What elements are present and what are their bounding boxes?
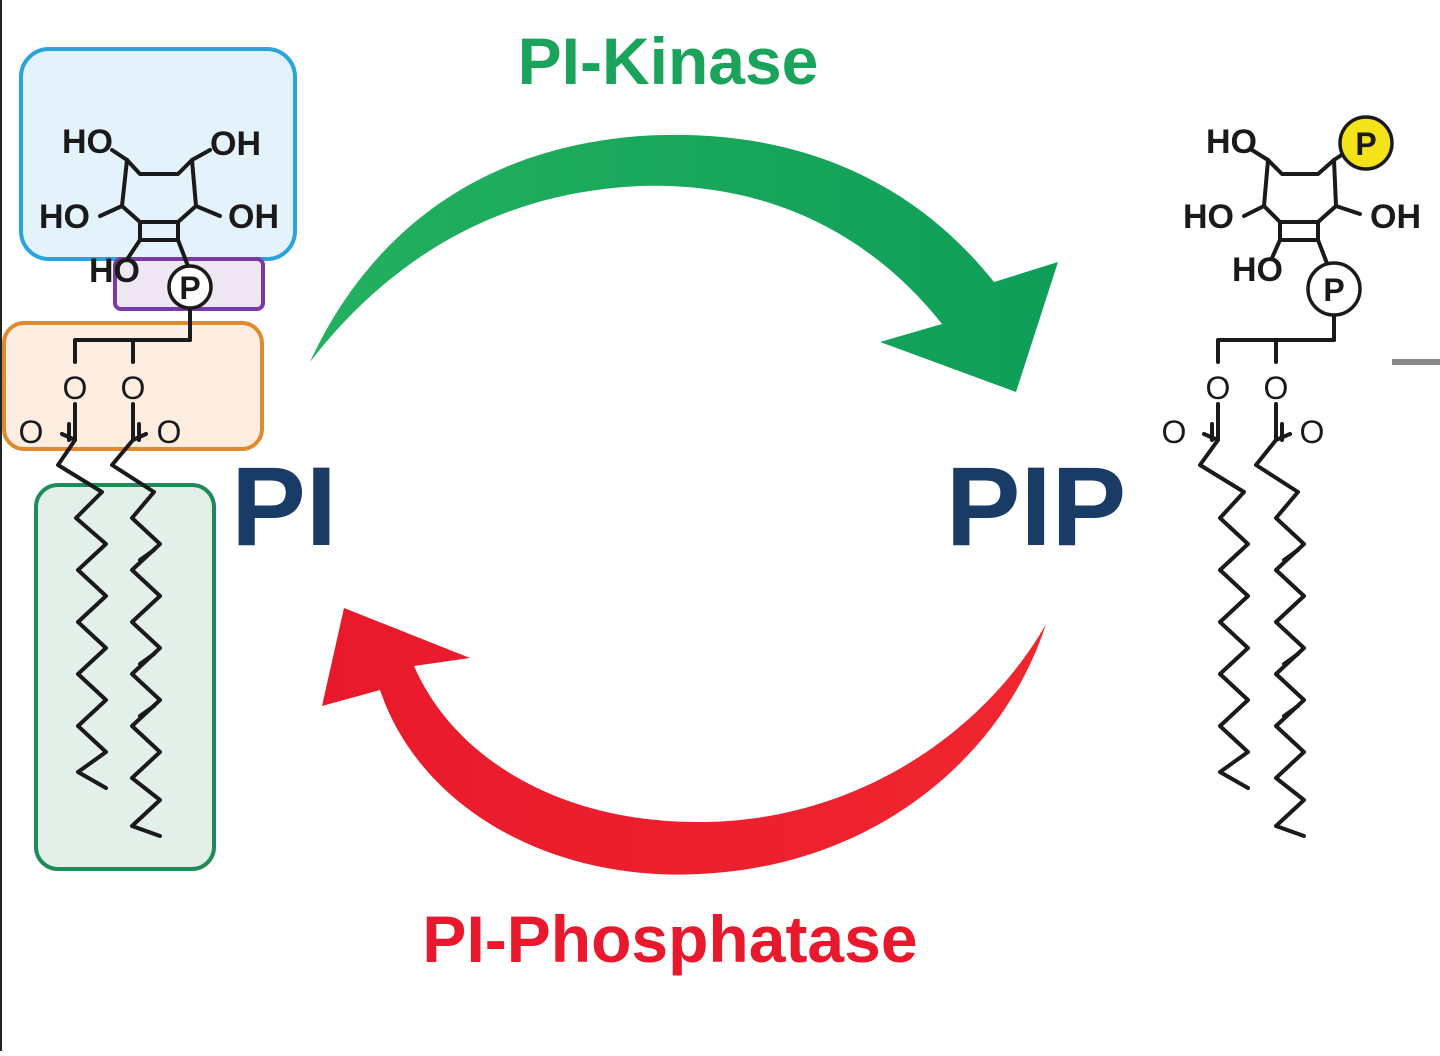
pi-carbonyl-o-right: O: [157, 414, 182, 450]
pi-ho-mid-left: HO: [39, 198, 90, 236]
pip-added-phosphate-circle: [1338, 115, 1394, 171]
pi-oh-top-right: OH: [210, 125, 261, 163]
phosphatase-arrow: [322, 608, 1046, 875]
kinase-label: PI-Kinase: [518, 24, 819, 98]
pi-ester-o-right: O: [121, 370, 146, 406]
pip-ester-o-right: O: [1264, 370, 1289, 406]
pi-label: PI: [231, 444, 337, 569]
pip-label: PIP: [946, 444, 1127, 569]
pi-phosphate-circle: [167, 264, 213, 310]
pi-oh-mid-right: OH: [228, 198, 279, 236]
pi-molecule: HO OH HO OH HO P O O O O: [2, 47, 297, 871]
pip-carbonyl-o-left: O: [1162, 414, 1187, 450]
pip-phosphate-label: P: [1323, 272, 1344, 308]
pi-atom-labels: HO OH HO OH HO P: [39, 123, 279, 306]
kinase-arrow: [310, 134, 1058, 392]
pip-ho-mid-left: HO: [1183, 198, 1234, 236]
pip-ho-low: HO: [1232, 251, 1283, 289]
pip-ho-top: HO: [1206, 123, 1257, 161]
pip-oxygen-labels: O O O O: [1162, 370, 1325, 450]
phosphatase-label: PI-Phosphatase: [422, 902, 917, 976]
pip-ester-o-left: O: [1206, 370, 1231, 406]
pi-ester-o-left: O: [63, 370, 88, 406]
pi-oxygen-labels: O O O O: [19, 370, 182, 450]
pip-carbonyl-o-right: O: [1300, 414, 1325, 450]
pip-molecule: HO P HO OH HO P O O O O: [1162, 115, 1440, 838]
fatty-acid-highlight-box: [34, 483, 216, 871]
pi-carbonyl-o-left: O: [19, 414, 44, 450]
glycerol-highlight-box: [2, 321, 264, 451]
pip-phosphate-circle: [1306, 261, 1362, 317]
pip-added-phosphate-label: P: [1355, 126, 1376, 162]
pi-ho-top-left: HO: [62, 123, 113, 161]
pi-bonds: [56, 148, 222, 838]
pip-bonds: [1198, 148, 1362, 838]
pip-atom-labels: HO P HO OH HO P: [1183, 123, 1421, 308]
pi-ho-low: HO: [89, 252, 140, 290]
pi-phosphate-label: P: [179, 270, 200, 306]
pip-oh-mid-right: OH: [1370, 198, 1421, 236]
